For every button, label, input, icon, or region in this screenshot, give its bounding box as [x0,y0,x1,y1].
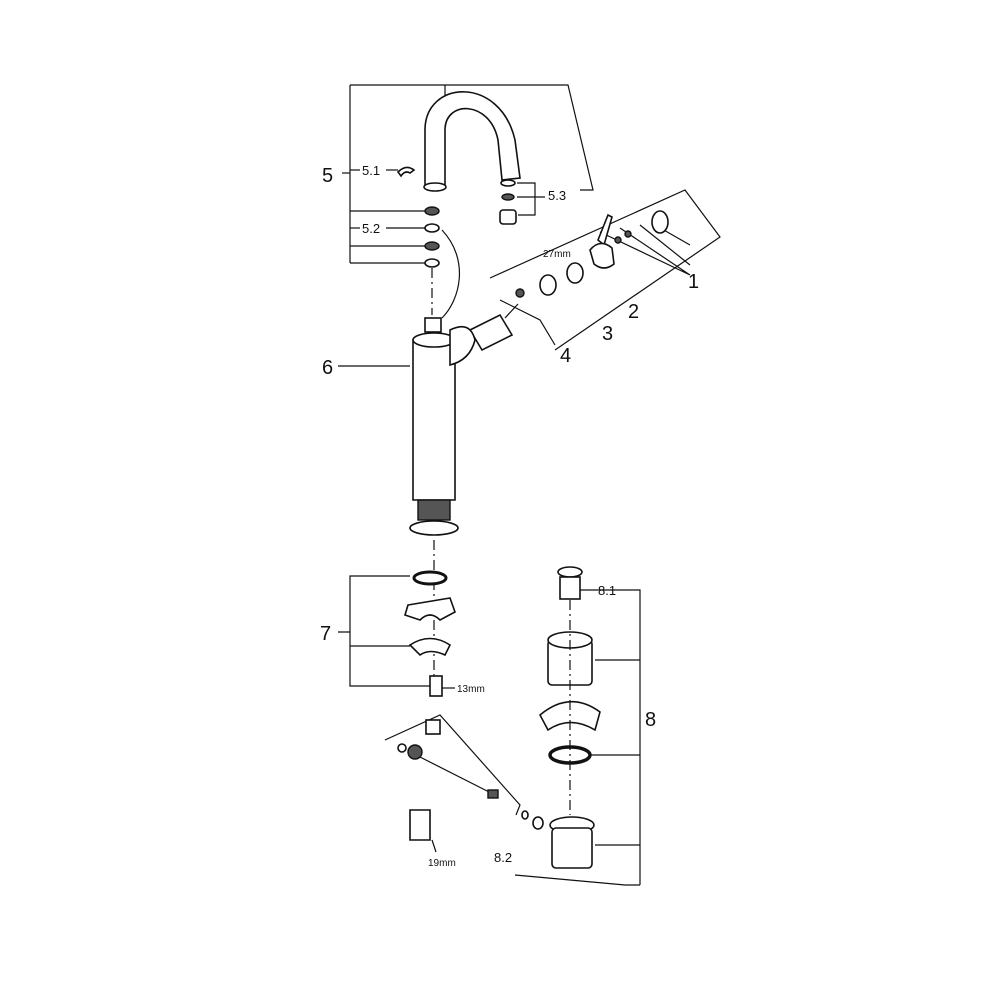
label-8: 8 [645,709,656,731]
label-5: 5 [322,165,333,187]
linkage [384,714,640,886]
label-7: 7 [320,623,331,645]
drain-8 [538,566,641,885]
label-8-2: 8.2 [494,850,512,865]
spout [396,91,521,192]
seals-5-2 [424,206,440,268]
label-2: 2 [628,301,639,323]
label-3: 3 [602,323,613,345]
label-1: 1 [688,271,699,293]
label-5-3: 5.3 [548,188,566,203]
label-6: 6 [322,357,333,379]
body-6 [338,317,476,536]
bracket-5 [342,84,594,264]
label-5-2: 5.2 [362,221,380,236]
label-27mm: 27mm [543,249,571,260]
label-19mm: 19mm [428,858,456,869]
label-4: 4 [560,345,571,367]
mount-7 [338,570,456,697]
label-5-1: 5.1 [362,163,380,178]
handle-group [489,189,721,351]
cartridge-4 [468,303,519,352]
label-13mm: 13mm [457,684,485,695]
aerator-5-3 [499,179,545,225]
label-8-1: 8.1 [598,583,616,598]
